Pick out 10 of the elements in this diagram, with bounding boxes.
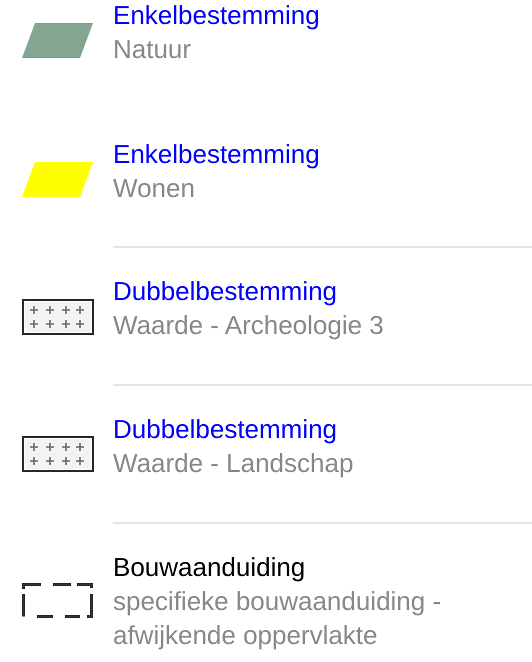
legend-heading: Dubbelbestemming (113, 413, 338, 446)
legend-description: Wonen (113, 172, 196, 205)
legend-heading: Bouwaanduiding (113, 551, 306, 584)
legend-description: Waarde - Landschap (113, 447, 354, 480)
legend-heading: Dubbelbestemming (113, 275, 338, 308)
legend-description: Waarde - Archeologie 3 (113, 309, 385, 342)
legend-heading: Enkelbestemming (113, 0, 321, 32)
legend-description: Natuur (113, 33, 192, 66)
legend-heading: Enkelbestemming (113, 138, 321, 171)
legend-description: specifieke bouwaanduiding - afwijkende oppervlakte (113, 585, 442, 652)
